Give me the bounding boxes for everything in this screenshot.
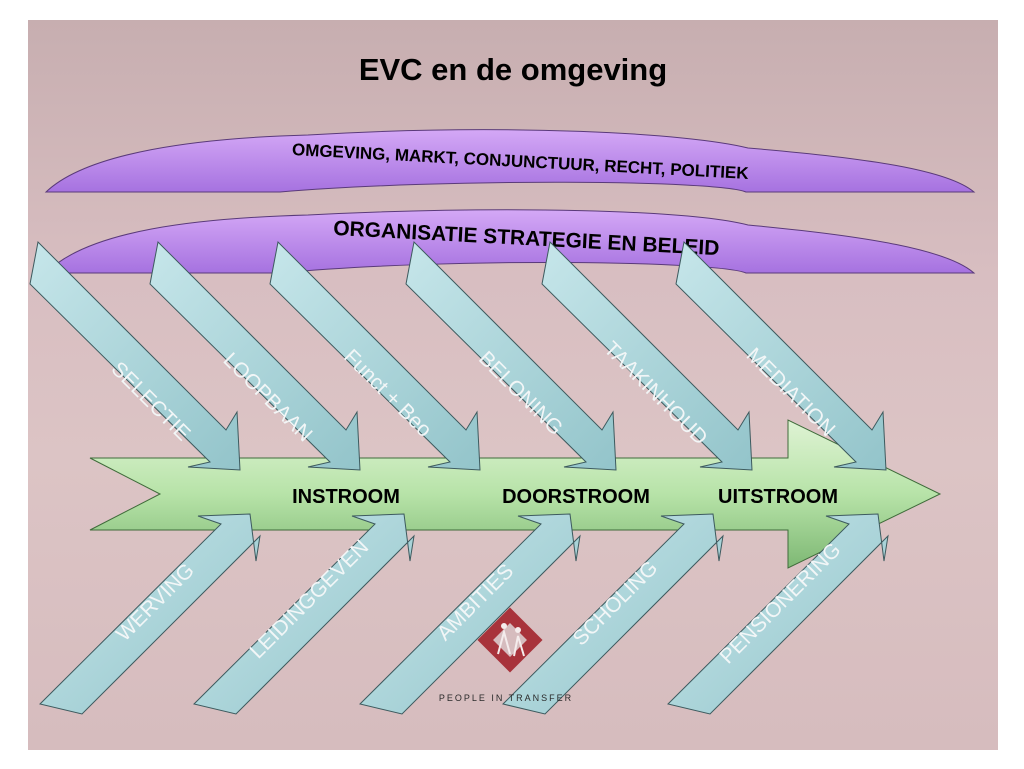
bottom-arrow-pensionering-label: PENSIONERING bbox=[715, 538, 845, 668]
slide-title: EVC en de omgeving bbox=[358, 52, 668, 87]
band-environment: OMGEVING, MARKT, CONJUNCTUUR, RECHT, POL… bbox=[44, 129, 976, 193]
top-arrow-selectie: SELECTIE bbox=[29, 241, 241, 471]
flow-stage-instroom: INSTROOM bbox=[292, 486, 400, 508]
flow-stage-doorstroom: DOORSTROOM bbox=[502, 486, 650, 508]
fishbone-diagram: OMGEVING, MARKT, CONJUNCTUUR, RECHT, POL… bbox=[29, 129, 976, 715]
slide: OMGEVING, MARKT, CONJUNCTUUR, RECHT, POL… bbox=[28, 20, 998, 750]
people-in-transfer-logo: PEOPLE IN TRANSFER bbox=[439, 607, 573, 703]
flow-stage-uitstroom: UITSTROOM bbox=[718, 486, 838, 508]
main-flow-arrow: INSTROOM DOORSTROOM UITSTROOM bbox=[89, 419, 942, 569]
band-organisation: ORGANISATIE STRATEGIE EN BELEID bbox=[44, 209, 976, 274]
bottom-arrow-leidinggeven-label: LEIDINGGEVEN bbox=[246, 536, 374, 664]
logo-mark-icon bbox=[477, 607, 543, 673]
logo-text: PEOPLE IN TRANSFER bbox=[439, 693, 573, 703]
